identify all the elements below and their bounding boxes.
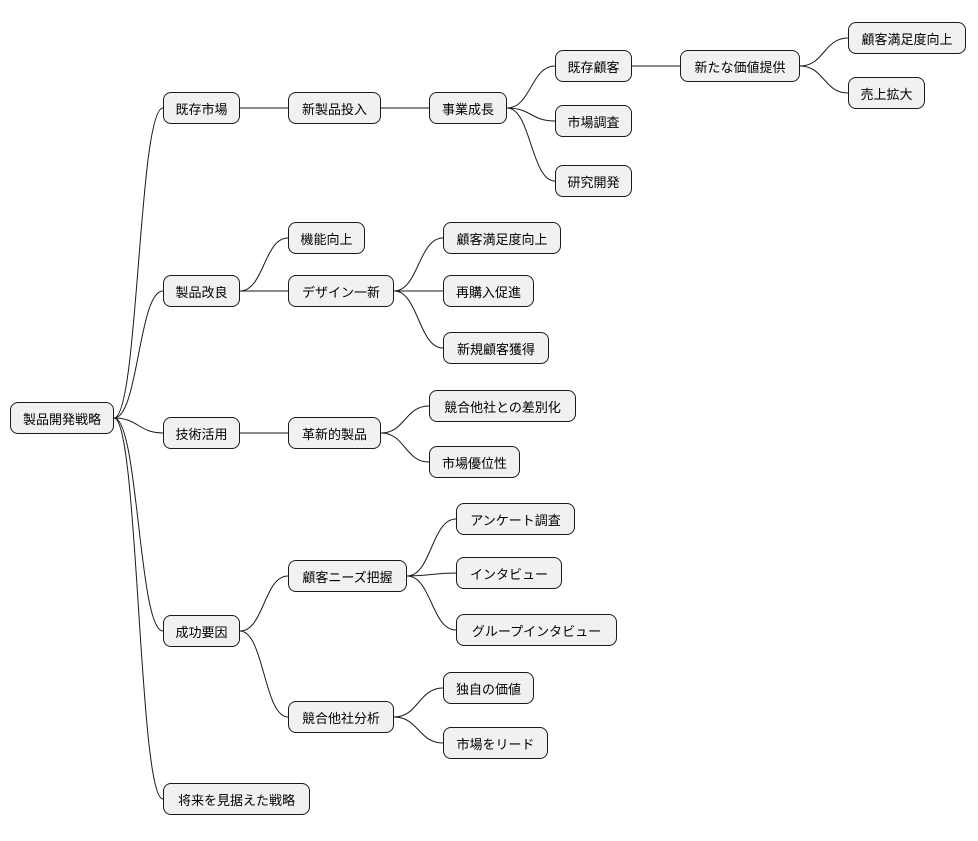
connector-line — [239, 575, 289, 632]
node-interview: インタビュー — [456, 557, 562, 589]
node-research-development: 研究開発 — [555, 165, 632, 197]
connector-line — [406, 518, 457, 577]
node-new-value: 新たな価値提供 — [680, 50, 800, 82]
node-success-factors: 成功要因 — [163, 615, 240, 647]
node-design-renewal: デザイン一新 — [288, 275, 394, 307]
node-customer-needs: 顧客ニーズ把握 — [288, 560, 407, 592]
node-market-advantage: 市場優位性 — [429, 446, 520, 478]
connector-line — [113, 290, 164, 419]
node-innovative-product: 革新的製品 — [288, 417, 381, 449]
connector-line — [113, 417, 164, 434]
node-new-product-launch: 新製品投入 — [288, 92, 381, 124]
connector-line — [799, 65, 849, 94]
connector-line — [506, 107, 556, 182]
node-unique-value: 独自の価値 — [443, 672, 534, 704]
node-sales-expansion: 売上拡大 — [848, 77, 925, 109]
node-business-growth: 事業成長 — [429, 92, 507, 124]
connector-line — [406, 572, 457, 577]
node-competitor-analysis: 競合他社分析 — [288, 701, 394, 733]
connector-line — [799, 37, 849, 67]
node-existing-customers: 既存顧客 — [555, 50, 632, 82]
node-feature-improvement: 機能向上 — [288, 222, 365, 254]
connector-line — [406, 575, 457, 631]
node-future-strategy: 将来を見据えた戦略 — [163, 783, 310, 815]
connector-line — [393, 290, 444, 349]
node-customer-satisfaction: 顧客満足度向上 — [848, 22, 966, 54]
connector-line — [239, 237, 289, 292]
connector-line — [393, 716, 444, 744]
node-market-lead: 市場をリード — [443, 727, 548, 759]
node-customer-satisfaction: 顧客満足度向上 — [443, 222, 561, 254]
node-existing-market: 既存市場 — [163, 92, 240, 124]
connector-line — [506, 107, 556, 122]
node-technology-use: 技術活用 — [163, 417, 240, 449]
node-repurchase-promotion: 再購入促進 — [443, 275, 534, 307]
connector-line — [113, 417, 164, 800]
node-root: 製品開発戦略 — [10, 402, 114, 434]
connector-line — [393, 687, 444, 718]
connector-line — [113, 107, 164, 419]
connector-line — [380, 405, 430, 434]
node-differentiation: 競合他社との差別化 — [429, 390, 576, 422]
node-market-research: 市場調査 — [555, 105, 632, 137]
connector-line — [380, 432, 430, 463]
node-product-improvement: 製品改良 — [163, 275, 240, 307]
node-survey: アンケート調査 — [456, 503, 575, 535]
connector-line — [239, 630, 289, 718]
node-new-customer-acquisition: 新規顧客獲得 — [443, 332, 549, 364]
node-group-interview: グループインタビュー — [456, 614, 617, 646]
connector-line — [113, 417, 164, 632]
connector-line — [393, 237, 444, 292]
connector-line — [506, 65, 556, 109]
